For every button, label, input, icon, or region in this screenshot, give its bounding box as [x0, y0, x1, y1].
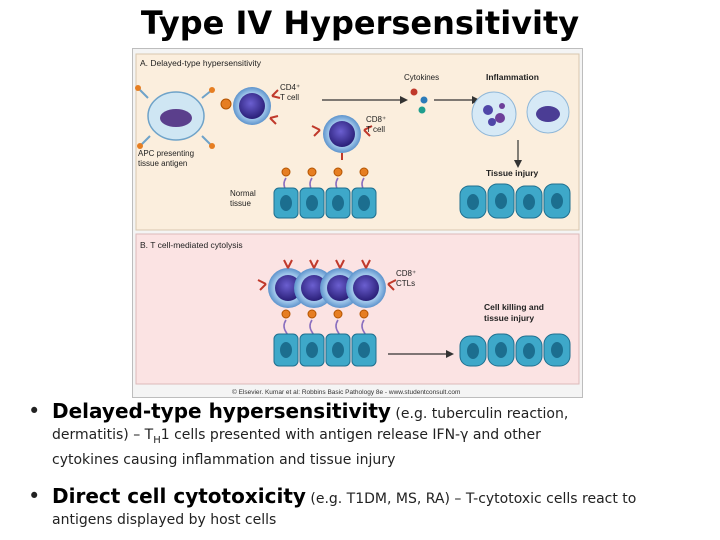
- apc-label-line1: APC presenting: [138, 149, 194, 158]
- ctl-cells: [257, 259, 397, 308]
- bullet-delayed-type: • Delayed-type hypersensitivity (e.g. tu…: [28, 398, 718, 469]
- bullet-list: • Delayed-type hypersensitivity (e.g. tu…: [28, 398, 718, 529]
- panel-a-title: A. Delayed-type hypersensitivity: [140, 58, 262, 68]
- cytokine-arrow-head: [400, 96, 408, 104]
- tissue-injury-label: Tissue injury: [486, 168, 539, 178]
- inflammation-cells: [471, 90, 570, 137]
- figure-credit: © Elsevier. Kumar et al: Robbins Basic P…: [232, 388, 460, 396]
- bullet-subscript: H: [153, 435, 161, 447]
- panel-b-normal-tissue-cells: [273, 333, 377, 367]
- panel-a-injured-tissue-cells: [459, 183, 571, 219]
- bullet-dot: •: [28, 399, 41, 423]
- cell-killing-label-line1: Cell killing and: [484, 302, 544, 312]
- apc-cell: [135, 85, 215, 149]
- cytokines-label: Cytokines: [404, 73, 439, 82]
- bullet-direct-cytotoxicity: • Direct cell cytotoxicity (e.g. T1DM, M…: [28, 483, 718, 529]
- bullet-detail: antigens displayed by host cells: [52, 512, 277, 529]
- injury-arrow-head: [514, 160, 522, 168]
- cd8-t-cell: [311, 115, 373, 160]
- ctl-label-line1: CD8⁺: [396, 269, 416, 278]
- cell-killing-label-line2: tissue injury: [484, 313, 534, 323]
- bullet-detail: (e.g. tuberculin reaction,: [390, 406, 569, 422]
- cd4-label-line2: T cell: [280, 93, 299, 102]
- bullet-dot: •: [28, 484, 41, 509]
- ctl-label-line2: CTLs: [396, 279, 415, 288]
- figure-svg: A. Delayed-type hypersensitivity CD4⁺ T …: [132, 48, 583, 398]
- bullet-detail: 1 cells presented with antigen release I…: [160, 427, 541, 443]
- panel-b-injured-tissue-cells: [459, 333, 571, 367]
- cytolysis-arrow-head: [446, 350, 454, 358]
- normal-tissue-label-line1: Normal: [230, 189, 256, 198]
- cd4-label-line1: CD4⁺: [280, 83, 300, 92]
- inflammation-arrow-head: [472, 96, 480, 104]
- panel-a-tissue-receptors: [281, 167, 369, 203]
- pathology-figure: A. Delayed-type hypersensitivity CD4⁺ T …: [132, 48, 583, 398]
- cd8-label-line1: CD8⁺: [366, 115, 386, 124]
- cd8-label-line2: T cell: [366, 125, 385, 134]
- normal-tissue-label-line2: tissue: [230, 199, 251, 208]
- bullet-detail: cytokines causing inflammation and tissu…: [52, 452, 396, 469]
- bullet-lead: Delayed-type hypersensitivity: [52, 399, 391, 423]
- slide-title: Type IV Hypersensitivity: [140, 4, 580, 42]
- inflammation-label: Inflammation: [486, 72, 539, 82]
- bullet-detail: (e.g. T1DM, MS, RA) – T-cytotoxic cells …: [305, 491, 637, 508]
- panel-a-normal-tissue-cells: [273, 187, 377, 219]
- cytokine-dots: [410, 88, 428, 114]
- bullet-detail: dermatitis) – T: [52, 427, 154, 443]
- apc-label-line2: tissue antigen: [138, 159, 187, 168]
- cd4-t-cell: [220, 87, 281, 125]
- panel-b-title: B. T cell-mediated cytolysis: [140, 240, 243, 250]
- bullet-lead: Direct cell cytotoxicity: [52, 484, 306, 509]
